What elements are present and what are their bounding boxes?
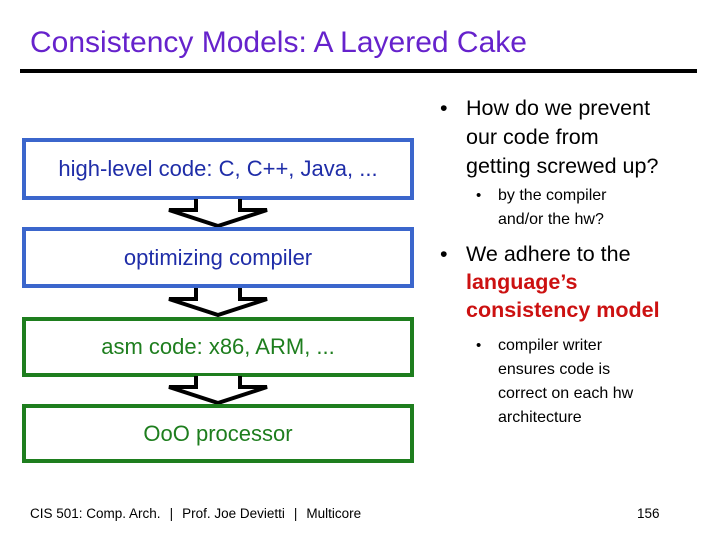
bullet-icon: • <box>476 337 482 354</box>
footer-separator: | <box>169 506 174 521</box>
bullet-line: correct on each hw <box>498 385 634 402</box>
layer-box-high-level-code: high-level code: C, C++, Java, ... <box>22 138 414 200</box>
footer-separator: | <box>293 506 298 521</box>
bullet-icon: • <box>476 187 482 204</box>
bullet-line: and/or the hw? <box>498 211 604 228</box>
down-arrow-icon <box>168 376 268 405</box>
bullet-how-do-we-prevent: • How do we prevent our code from gettin… <box>440 94 658 181</box>
layer-label: OoO processor <box>143 420 293 446</box>
bullet-line: architecture <box>498 409 582 426</box>
subbullet-by-the-compiler: • by the compiler and/or the hw? <box>476 184 607 232</box>
footer-professor: Prof. Joe Devietti <box>182 506 285 521</box>
layer-box-optimizing-compiler: optimizing compiler <box>22 227 414 288</box>
footer-course: CIS 501: Comp. Arch. <box>30 506 161 521</box>
layer-box-asm-code: asm code: x86, ARM, ... <box>22 317 414 377</box>
bullet-text: compiler writer ensures code is correct … <box>498 334 633 430</box>
slide-title: Consistency Models: A Layered Cake <box>30 26 527 59</box>
bullet-line: compiler writer <box>498 337 603 354</box>
bullet-line: How do we prevent <box>466 96 651 120</box>
subbullet-compiler-writer: • compiler writer ensures code is correc… <box>476 334 633 430</box>
bullet-line-highlight: language’s <box>466 270 578 294</box>
down-arrow-icon <box>168 199 268 228</box>
layer-label: optimizing compiler <box>123 244 313 270</box>
page-number: 156 <box>637 506 660 521</box>
bullet-line-highlight: consistency model <box>466 298 660 322</box>
bullet-line: our code from <box>466 125 599 149</box>
bullet-line: We adhere to the <box>466 242 631 266</box>
bullet-text: How do we prevent our code from getting … <box>466 94 658 181</box>
bullet-we-adhere: • We adhere to the language’s consistenc… <box>440 240 660 324</box>
layer-label: high-level code: C, C++, Java, ... <box>58 156 378 181</box>
footer-text: CIS 501: Comp. Arch. | Prof. Joe Devietti |… <box>30 506 361 521</box>
layer-box-ooo-processor: OoO processor <box>22 404 414 463</box>
bullet-line: ensures code is <box>498 361 611 378</box>
title-underline <box>20 69 697 73</box>
bullet-icon: • <box>440 242 448 266</box>
bullet-line: getting screwed up? <box>466 154 659 178</box>
layer-label: asm code: x86, ARM, ... <box>101 334 335 359</box>
down-arrow-icon <box>168 288 268 317</box>
bullet-text: We adhere to the language’s consistency … <box>466 240 660 324</box>
bullet-line: by the compiler <box>498 187 607 204</box>
bullet-text: by the compiler and/or the hw? <box>498 184 607 232</box>
footer-topic: Multicore <box>306 506 362 521</box>
bullet-icon: • <box>440 96 448 120</box>
